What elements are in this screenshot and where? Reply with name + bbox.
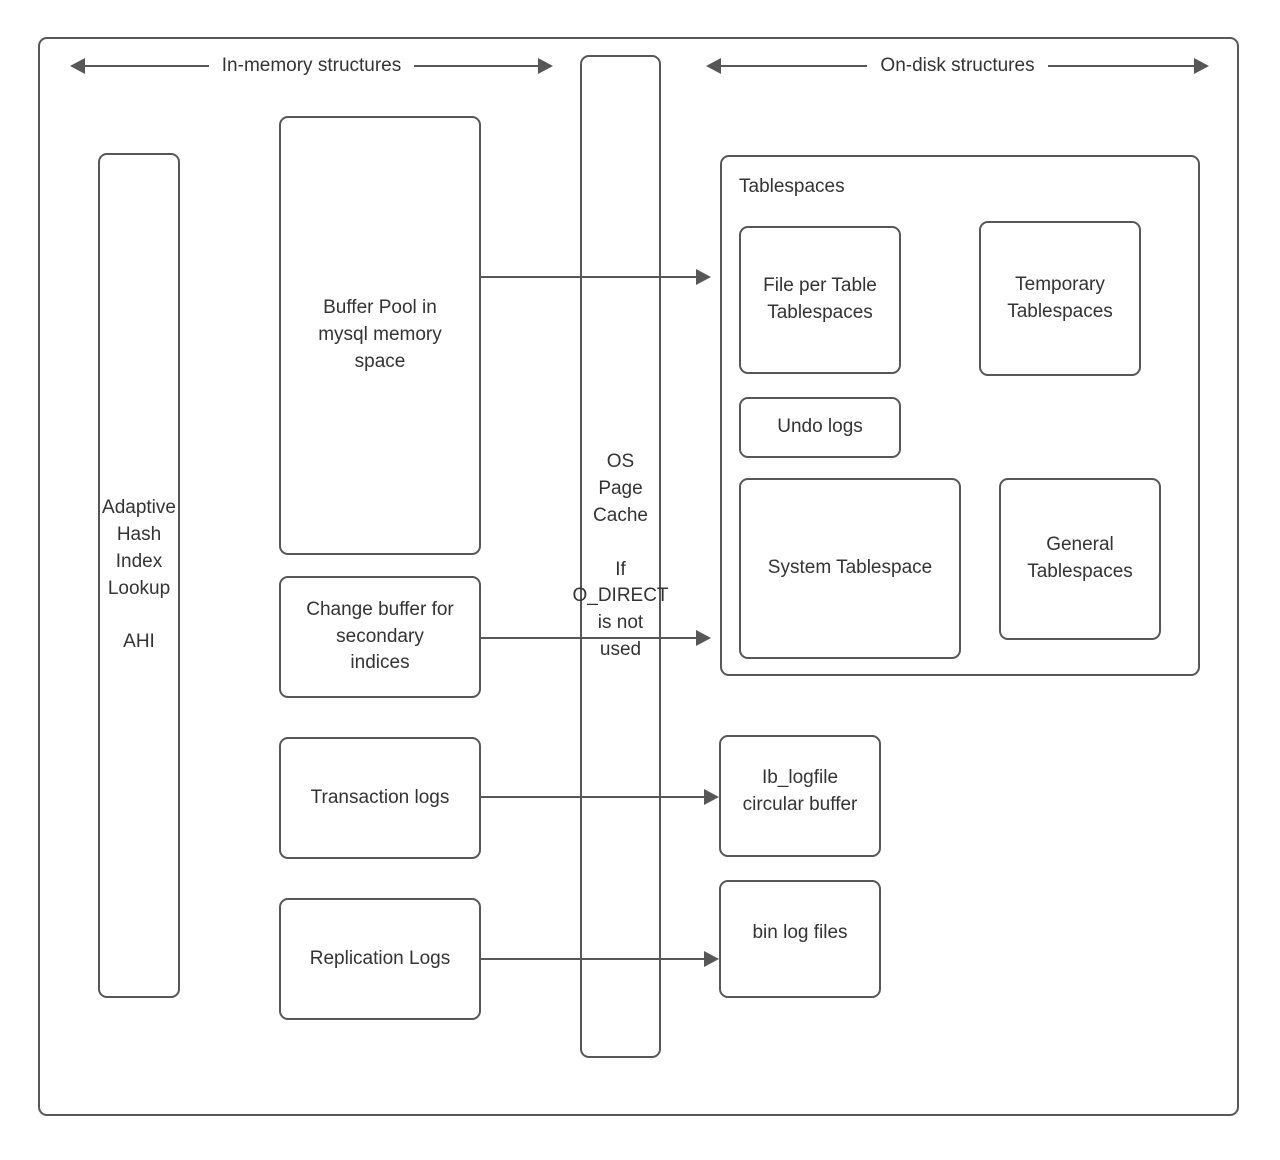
on-disk-structures-header: On-disk structures	[706, 53, 1209, 79]
arrow-right-icon	[1194, 58, 1209, 74]
buffer-pool-label: Buffer Pool in mysql memory space	[318, 297, 442, 372]
outer-frame	[38, 37, 1239, 1116]
header-line	[1047, 65, 1194, 67]
ib-logfile-label: Ib_logfile circular buffer	[742, 767, 858, 815]
connector-line	[481, 637, 696, 639]
connector-line	[481, 958, 704, 960]
transaction-logs-label: Transaction logs	[310, 786, 450, 808]
general-tablespaces-label: General Tablespaces	[1027, 534, 1133, 582]
tablespaces-group-title: Tablespaces	[739, 176, 845, 197]
undo-logs-label: Undo logs	[777, 416, 863, 438]
arrow-right-icon	[704, 951, 719, 967]
arrow-left-icon	[70, 58, 85, 74]
header-line	[414, 65, 539, 67]
ib-logfile-box[interactable]: Ib_logfile circular buffer	[719, 735, 881, 857]
file-per-table-tablespaces-box[interactable]: File per Table Tablespaces	[739, 226, 901, 374]
change-buffer-label: Change buffer for secondary indices	[306, 598, 454, 674]
system-tablespace-box[interactable]: System Tablespace	[739, 478, 961, 659]
connector-replication-logs-to-bin-log-files	[481, 951, 719, 967]
arrow-right-icon	[696, 269, 711, 285]
os-page-cache-box[interactable]: OS Page Cache If O_DIRECT is not used	[572, 55, 669, 1058]
arrow-right-icon	[696, 630, 711, 646]
on-disk-structures-label: On-disk structures	[880, 55, 1035, 76]
buffer-pool-box[interactable]: Buffer Pool in mysql memory space	[279, 116, 481, 555]
connector-change-buffer-to-tablespaces	[481, 630, 711, 646]
bin-log-files-box[interactable]: bin log files	[719, 880, 881, 998]
connector-line	[481, 796, 704, 798]
undo-logs-box[interactable]: Undo logs	[739, 397, 901, 458]
replication-logs-label: Replication Logs	[309, 947, 451, 969]
adaptive-hash-index-label: Adaptive Hash Index Lookup AHI	[102, 496, 176, 653]
file-per-table-tablespaces-label: File per Table Tablespaces	[763, 275, 877, 323]
transaction-logs-box[interactable]: Transaction logs	[279, 737, 481, 859]
header-line	[85, 65, 209, 67]
header-line	[721, 65, 868, 67]
arrow-right-icon	[538, 58, 554, 74]
bin-log-files-label: bin log files	[752, 922, 848, 943]
general-tablespaces-box[interactable]: General Tablespaces	[999, 478, 1161, 640]
connector-buffer-pool-to-tablespaces	[481, 269, 711, 285]
arrow-right-icon	[704, 789, 719, 805]
temporary-tablespaces-label: Temporary Tablespaces	[1007, 273, 1113, 322]
replication-logs-box[interactable]: Replication Logs	[279, 898, 481, 1020]
in-memory-structures-header: In-memory structures	[70, 53, 554, 79]
arrow-left-icon	[706, 58, 721, 74]
connector-transaction-logs-to-ib-logfile	[481, 789, 719, 805]
connector-line	[481, 276, 696, 278]
adaptive-hash-index-box[interactable]: Adaptive Hash Index Lookup AHI	[98, 153, 180, 998]
in-memory-structures-label: In-memory structures	[221, 55, 402, 76]
temporary-tablespaces-box[interactable]: Temporary Tablespaces	[979, 221, 1141, 376]
system-tablespace-label: System Tablespace	[767, 557, 933, 579]
change-buffer-box[interactable]: Change buffer for secondary indices	[279, 576, 481, 698]
os-page-cache-label: OS Page Cache If O_DIRECT is not used	[572, 450, 669, 661]
